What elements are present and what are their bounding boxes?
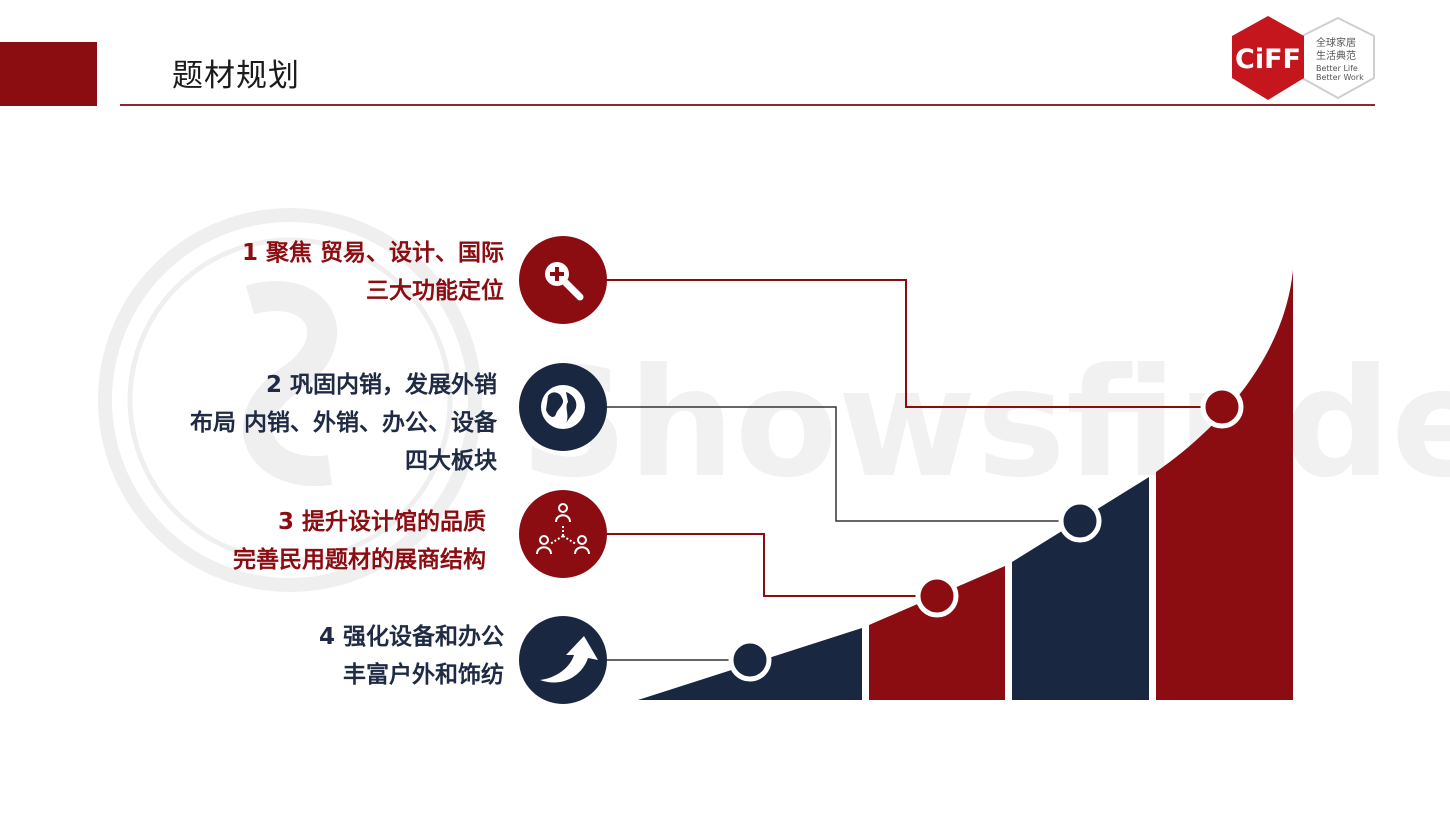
item-3-line-1: 3 提升设计馆的品质	[277, 509, 486, 535]
column-4	[1156, 270, 1293, 700]
item-4-line-2: 丰富户外和饰纺	[343, 662, 504, 688]
logo-line2: 生活典范	[1316, 49, 1356, 62]
logo-line1: 全球家居	[1316, 36, 1356, 49]
ciff-logo: CiFF 全球家居 生活典范 Better Life Better Work	[1232, 16, 1375, 100]
item-3-line-2: 完善民用题材的展商结构	[233, 547, 486, 573]
item-1-line-1: 1 聚焦 贸易、设计、国际	[241, 240, 504, 266]
page-title: 题材规划	[172, 58, 300, 94]
column-3	[1012, 477, 1149, 700]
item-4-line-1: 4 强化设备和办公	[318, 624, 504, 650]
search-plus-icon	[545, 262, 584, 301]
item-1-text: 1 聚焦 贸易、设计、国际 三大功能定位	[242, 234, 504, 310]
item-3-text: 3 提升设计馆的品质 完善民用题材的展商结构	[233, 503, 486, 579]
milestone-3	[915, 574, 959, 618]
logo-mark: CiFF	[1235, 44, 1301, 75]
item-4-text: 4 强化设备和办公 丰富户外和饰纺	[319, 618, 504, 694]
curved-arrow-up-icon	[540, 636, 598, 683]
globe-icon	[541, 385, 585, 429]
item-2-line-3: 四大板块	[405, 448, 497, 474]
milestone-1	[1200, 385, 1244, 429]
logo-hex-red	[1232, 16, 1304, 100]
item-2-line-1: 2 巩固内销，发展外销	[265, 372, 497, 398]
header-divider	[120, 104, 1375, 106]
connector-3	[600, 533, 937, 597]
item-1-line-2: 三大功能定位	[366, 278, 504, 304]
milestone-4	[728, 638, 772, 682]
header-accent-block	[0, 42, 97, 106]
item-2-text: 2 巩固内销，发展外销 布局 内销、外销、办公、设备 四大板块	[190, 366, 497, 480]
logo-line4: Better Work	[1316, 73, 1364, 82]
connector-2	[600, 406, 1080, 522]
column-2	[869, 566, 1005, 700]
milestone-2	[1058, 499, 1102, 543]
logo-line3: Better Life	[1316, 64, 1358, 73]
icon-circle-4	[519, 616, 607, 704]
people-network-icon	[536, 503, 590, 555]
watermark-text: Showsfinder	[520, 337, 1450, 511]
item-2-line-2: 布局 内销、外销、办公、设备	[189, 410, 497, 436]
connector-1	[600, 279, 1222, 408]
